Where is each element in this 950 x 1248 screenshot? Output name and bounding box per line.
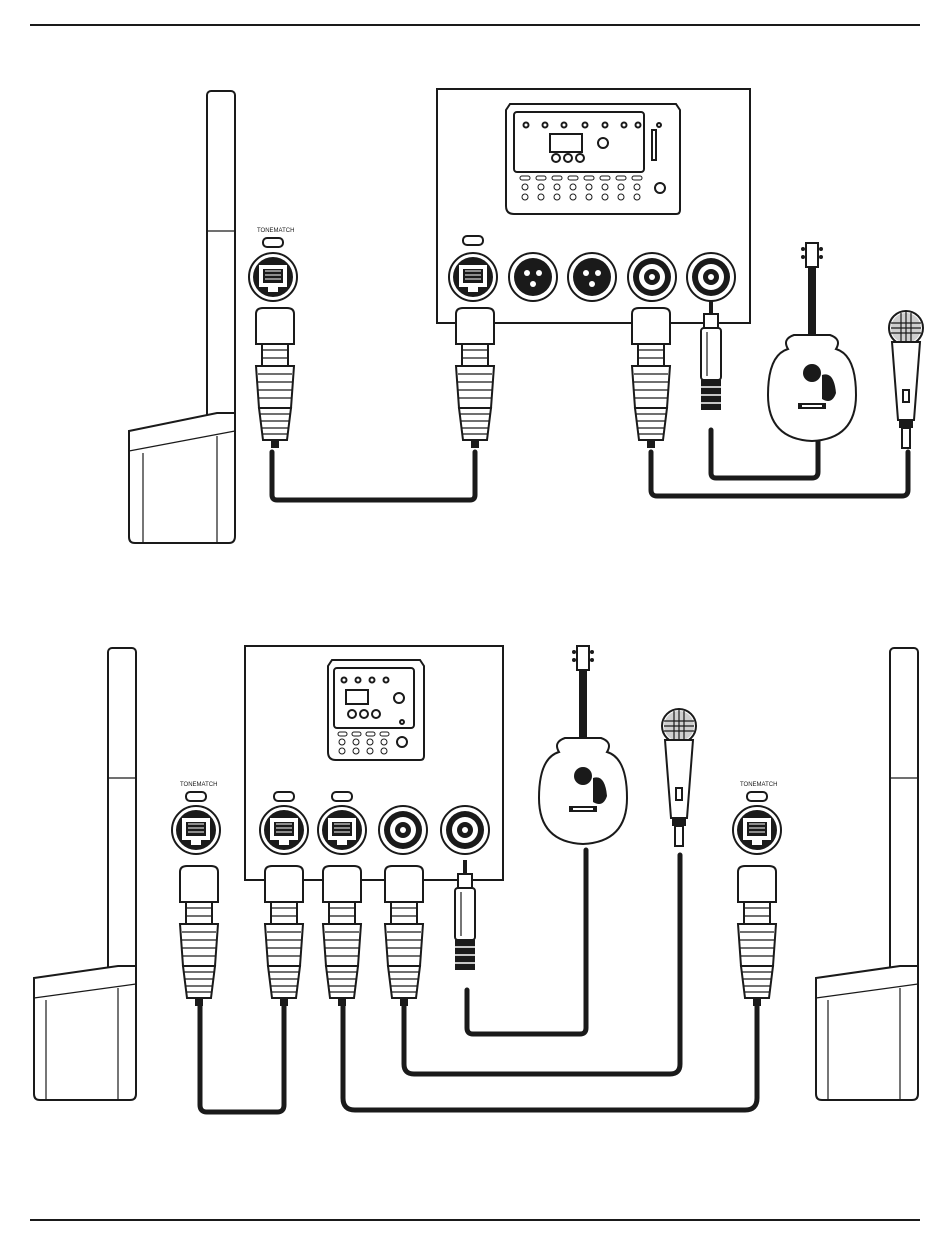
svg-text:TONEMATCH: TONEMATCH — [180, 782, 217, 788]
mixer-combo-input-2 — [441, 806, 489, 854]
tonematch-logo: TONEMATCH — [257, 228, 294, 234]
mixer-xlr-output-1 — [509, 253, 557, 301]
mixer-combo-input-2 — [687, 253, 735, 301]
mixer-combo-input-1 — [379, 806, 427, 854]
mixer-tonematch-port — [449, 253, 497, 301]
mixer-tonematch-port-2 — [318, 806, 366, 854]
svg-text:TONEMATCH: TONEMATCH — [740, 782, 777, 788]
microphone — [889, 311, 923, 448]
xlr-plug-mic-input — [385, 866, 423, 1006]
xlr-plug-right-speaker — [738, 866, 776, 1006]
right-column-speaker — [816, 648, 918, 1100]
acoustic-guitar — [539, 646, 627, 844]
xlr-plug-speaker — [256, 308, 294, 448]
left-speaker-tonematch-port: TONEMATCH — [172, 782, 220, 854]
mixer-combo-input-1 — [628, 253, 676, 301]
xlr-plug-mic-input — [632, 308, 670, 448]
microphone-cable — [404, 855, 680, 1074]
xlr-plug-mixer-port-1 — [265, 866, 303, 1006]
speaker-tonematch-port: TONEMATCH — [249, 228, 297, 301]
acoustic-guitar — [768, 243, 856, 441]
dual-system-diagram: TONEMATCH TONEMATCH — [34, 646, 918, 1112]
column-speaker — [129, 91, 235, 543]
microphone-cable — [651, 452, 908, 496]
single-system-diagram: TONEMATCH — [129, 89, 923, 543]
right-speaker-tonematch-port: TONEMATCH — [733, 782, 781, 854]
xlr-plug-mixer-port-2 — [323, 866, 361, 1006]
mixer-tonematch-port-1 — [260, 806, 308, 854]
tonematch-cable — [272, 452, 475, 500]
t4s-mixer — [328, 660, 424, 760]
mixer-xlr-output-2 — [568, 253, 616, 301]
left-tonematch-cable — [200, 1005, 284, 1112]
jack-plug-guitar-input — [455, 860, 475, 970]
xlr-plug-left-speaker — [180, 866, 218, 1006]
left-column-speaker — [34, 648, 136, 1100]
t8s-mixer — [506, 104, 680, 214]
xlr-plug-mixer — [456, 308, 494, 448]
jack-plug-guitar-input — [701, 300, 721, 410]
microphone — [662, 709, 696, 846]
